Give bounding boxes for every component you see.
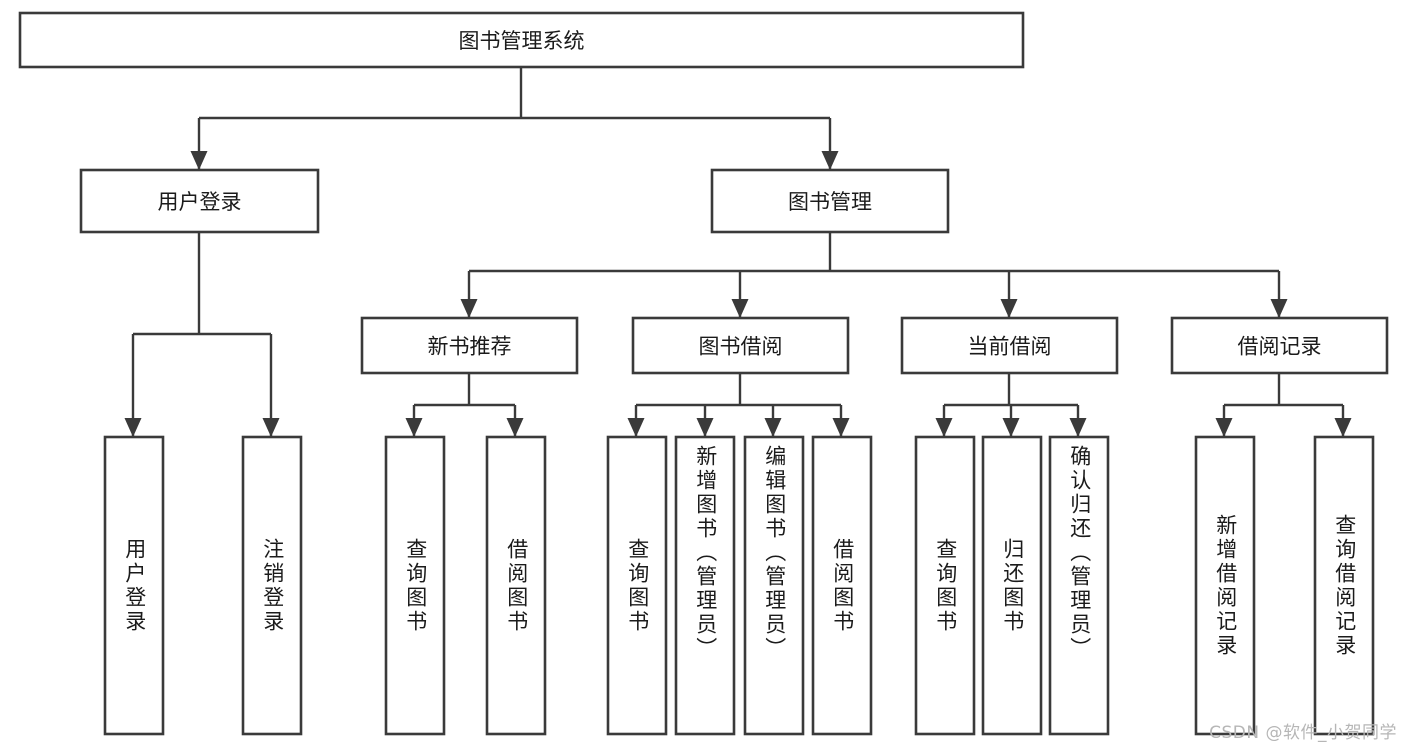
connector-edge-book-manage-split: [460, 232, 1288, 318]
node-leaf-query-book-borrow[interactable]: [606, 435, 668, 736]
node-box-leaf-user-login[interactable]: [103, 435, 165, 736]
node-box-leaf-query-book-rec[interactable]: [384, 435, 446, 736]
node-label-book-borrow: 图书借阅: [699, 335, 783, 359]
connector-arrow-icon: [832, 418, 850, 437]
node-box-leaf-confirm-return[interactable]: [1048, 435, 1110, 736]
connector-arrow-icon: [1000, 299, 1018, 318]
connector-edge-current-split: [935, 373, 1087, 437]
connector-edge-record-split: [1215, 373, 1352, 437]
connector-arrow-icon: [460, 299, 478, 318]
node-leaf-add-book[interactable]: [674, 435, 736, 736]
connector-layer: [124, 67, 1352, 437]
node-leaf-user-logout[interactable]: [241, 435, 303, 736]
node-leaf-edit-book[interactable]: [743, 435, 805, 736]
node-box-root[interactable]: [18, 11, 1025, 69]
node-box-leaf-user-logout[interactable]: [241, 435, 303, 736]
connector-arrow-icon: [821, 151, 839, 170]
node-book-borrow[interactable]: 图书借阅: [631, 316, 850, 375]
node-box-current-borrow[interactable]: [900, 316, 1119, 375]
node-leaf-query-borrow-record[interactable]: [1313, 435, 1375, 736]
connector-arrow-icon: [124, 418, 142, 437]
node-box-leaf-borrow-book[interactable]: [811, 435, 873, 736]
node-book-manage[interactable]: 图书管理: [710, 168, 950, 234]
node-box-leaf-query-borrow-record[interactable]: [1313, 435, 1375, 736]
node-leaf-user-login[interactable]: [103, 435, 165, 736]
node-root[interactable]: 图书管理系统: [18, 11, 1025, 69]
node-leaf-add-borrow-record[interactable]: [1194, 435, 1256, 736]
connector-arrow-icon: [1334, 418, 1352, 437]
csdn-watermark: CSDN @软件_小贺同学: [1209, 723, 1397, 743]
node-box-leaf-borrow-book-rec[interactable]: [485, 435, 547, 736]
connector-arrow-icon: [405, 418, 423, 437]
connector-edge-user-login-split: [124, 232, 280, 437]
node-borrow-record[interactable]: 借阅记录: [1170, 316, 1389, 375]
connector-edge-borrow-split: [627, 373, 850, 437]
node-label-root: 图书管理系统: [459, 29, 585, 53]
connector-edge-rec-split: [405, 373, 524, 437]
node-box-leaf-edit-book[interactable]: [743, 435, 805, 736]
node-leaf-borrow-book[interactable]: [811, 435, 873, 736]
connector-arrow-icon: [506, 418, 524, 437]
node-new-book-recommend[interactable]: 新书推荐: [360, 316, 579, 375]
node-box-leaf-query-book-current[interactable]: [914, 435, 976, 736]
connector-arrow-icon: [1002, 418, 1020, 437]
connector-arrow-icon: [190, 151, 208, 170]
node-box-leaf-query-book-borrow[interactable]: [606, 435, 668, 736]
node-leaf-borrow-book-rec[interactable]: [485, 435, 547, 736]
node-leaf-return-book[interactable]: [981, 435, 1043, 736]
node-box-leaf-add-book[interactable]: [674, 435, 736, 736]
connector-edge-root-split: [190, 67, 839, 170]
node-leaf-query-book-rec[interactable]: [384, 435, 446, 736]
connector-arrow-icon: [696, 418, 714, 437]
node-label-new-book-recommend: 新书推荐: [428, 335, 512, 359]
node-current-borrow[interactable]: 当前借阅: [900, 316, 1119, 375]
connector-arrow-icon: [627, 418, 645, 437]
node-label-user-login: 用户登录: [158, 190, 242, 214]
node-box-user-login[interactable]: [79, 168, 320, 234]
connector-arrow-icon: [262, 418, 280, 437]
connector-arrow-icon: [935, 418, 953, 437]
connector-arrow-icon: [1069, 418, 1087, 437]
node-box-book-manage[interactable]: [710, 168, 950, 234]
node-label-current-borrow: 当前借阅: [968, 335, 1052, 359]
node-label-borrow-record: 借阅记录: [1238, 335, 1322, 359]
connector-arrow-icon: [764, 418, 782, 437]
connector-arrow-icon: [1270, 299, 1288, 318]
connector-arrow-icon: [731, 299, 749, 318]
node-label-book-manage: 图书管理: [788, 190, 872, 214]
node-box-leaf-return-book[interactable]: [981, 435, 1043, 736]
node-box-leaf-add-borrow-record[interactable]: [1194, 435, 1256, 736]
connector-arrow-icon: [1215, 418, 1233, 437]
node-leaf-query-book-current[interactable]: [914, 435, 976, 736]
node-box-borrow-record[interactable]: [1170, 316, 1389, 375]
node-user-login[interactable]: 用户登录: [79, 168, 320, 234]
node-box-book-borrow[interactable]: [631, 316, 850, 375]
node-box-new-book-recommend[interactable]: [360, 316, 579, 375]
node-leaf-confirm-return[interactable]: [1048, 435, 1110, 736]
